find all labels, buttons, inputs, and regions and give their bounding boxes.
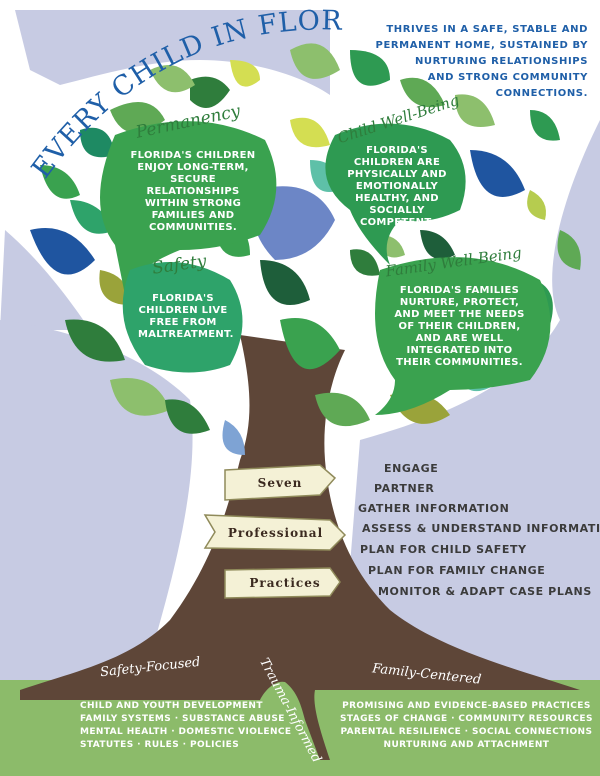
child-well-being-text: FLORIDA'S CHILDREN ARE PHYSICALLY AND EM…	[347, 145, 447, 228]
ground-item: STAGES OF CHANGE · COMMUNITY RESOURCES	[340, 714, 593, 724]
bubble-family-well-being	[375, 257, 551, 415]
intro-line: THRIVES IN A SAFE, STABLE AND	[386, 24, 588, 35]
practice-item: PLAN FOR CHILD SAFETY	[360, 543, 527, 556]
safety-text: FLORIDA'S CHILDREN LIVE FREE FROM MALTRE…	[138, 293, 234, 340]
bubble-safety	[122, 262, 243, 373]
ground-item: CHILD AND YOUTH DEVELOPMENT	[80, 701, 263, 711]
banner-line-practices: Practices	[249, 576, 321, 590]
ground-item: MENTAL HEALTH · DOMESTIC VIOLENCE	[80, 727, 292, 737]
ground-left-list: CHILD AND YOUTH DEVELOPMENT FAMILY SYSTE…	[80, 700, 291, 752]
bubble-child-well-being	[325, 123, 466, 266]
ground-item: STATUTES · RULES · POLICIES	[80, 740, 240, 750]
sky-shape-top	[15, 10, 330, 95]
bubble-permanency	[100, 121, 277, 296]
permanency-text: FLORIDA'S CHILDREN ENJOY LONG-TERM, SECU…	[130, 150, 256, 233]
practice-item: ASSESS & UNDERSTAND INFORMATION	[362, 522, 600, 535]
ground-item: PARENTAL RESILIENCE · SOCIAL CONNECTIONS	[340, 727, 593, 737]
practice-item: PLAN FOR FAMILY CHANGE	[368, 564, 546, 577]
sky-shape-left	[0, 230, 90, 330]
intro-line: NURTURING RELATIONSHIPS	[414, 56, 588, 67]
practice-item: GATHER INFORMATION	[358, 502, 510, 515]
intro-line: CONNECTIONS.	[495, 88, 588, 99]
ground-item: NURTURING AND ATTACHMENT	[383, 740, 550, 750]
practice-item: ENGAGE	[384, 462, 439, 475]
ground-item: PROMISING AND EVIDENCE-BASED PRACTICES	[342, 701, 591, 711]
banner-line-seven: Seven	[257, 476, 303, 490]
banner-line-professional: Professional	[227, 526, 324, 540]
practice-item: PARTNER	[374, 482, 435, 495]
leaves	[30, 43, 581, 455]
intro-line: PERMANENT HOME, SUSTAINED BY	[375, 40, 588, 51]
practice-item: MONITOR & ADAPT CASE PLANS	[378, 585, 592, 598]
ground-right-list: PROMISING AND EVIDENCE-BASED PRACTICES S…	[340, 700, 593, 752]
sky-shape-right	[340, 120, 600, 690]
family-well-being-text: FLORIDA'S FAMILIES NURTURE, PROTECT, AND…	[394, 285, 525, 368]
intro-text: THRIVES IN A SAFE, STABLE AND PERMANENT …	[360, 22, 588, 102]
intro-line: AND STRONG COMMUNITY	[427, 72, 588, 83]
seven-practices-banner	[203, 464, 347, 599]
ground-item: FAMILY SYSTEMS · SUBSTANCE ABUSE	[80, 714, 285, 724]
